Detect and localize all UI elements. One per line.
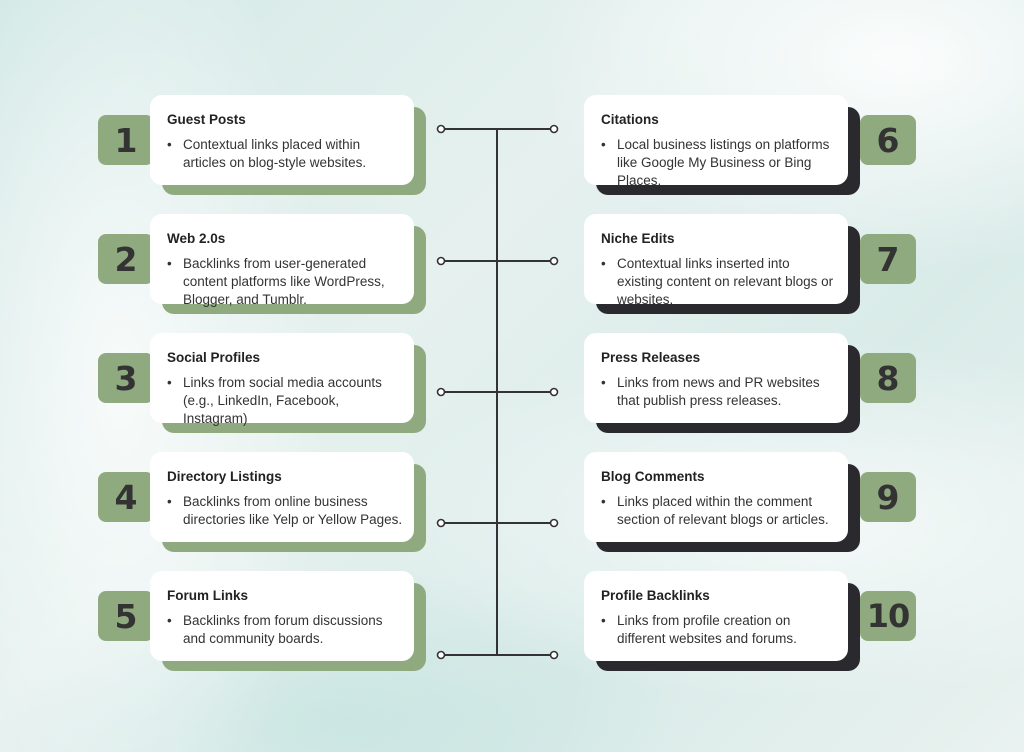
item-title: Niche Edits xyxy=(601,231,675,246)
item-bullet: • Contextual links inserted into existing… xyxy=(601,255,838,309)
item-bullet: • Local business listings on platforms li… xyxy=(601,136,838,190)
number-badge: 8 xyxy=(860,353,916,403)
bullet-dot-icon: • xyxy=(601,494,606,509)
list-item: 10 Profile Backlinks • Links from profile c… xyxy=(584,571,916,679)
item-card: Forum Links • Backlinks from forum discuss… xyxy=(150,571,414,661)
connector-node xyxy=(549,518,559,528)
number-badge: 9 xyxy=(860,472,916,522)
item-description: Links placed within the comment section … xyxy=(617,494,829,527)
item-description: Links from social media accounts (e.g., … xyxy=(183,375,382,426)
item-bullet: • Links from social media accounts (e.g.,… xyxy=(167,374,404,428)
item-description: Contextual links placed within articles … xyxy=(183,137,367,170)
number-badge: 2 xyxy=(98,234,154,284)
item-title: Press Releases xyxy=(601,350,701,365)
item-card: Blog Comments • Links placed within the co… xyxy=(584,452,848,542)
item-title: Blog Comments xyxy=(601,469,705,484)
connector-node xyxy=(436,650,446,660)
item-bullet: • Backlinks from online business director… xyxy=(167,493,404,529)
item-title: Profile Backlinks xyxy=(601,588,710,603)
bullet-dot-icon: • xyxy=(167,494,172,509)
item-description: Links from profile creation on different… xyxy=(617,613,797,646)
list-item: 5 Forum Links • Backlinks from forum discus… xyxy=(98,571,426,679)
connector-node xyxy=(549,124,559,134)
connector-node xyxy=(549,387,559,397)
item-card: Web 2.0s • Backlinks from user-generated c… xyxy=(150,214,414,307)
list-item: 7 Niche Edits • Contextual links inserted i… xyxy=(584,214,916,322)
bullet-dot-icon: • xyxy=(601,375,606,390)
item-bullet: • Links from news and PR websites that pu… xyxy=(601,374,838,410)
item-bullet: • Backlinks from user-generated content p… xyxy=(167,255,404,309)
item-title: Forum Links xyxy=(167,588,249,603)
item-card: Profile Backlinks • Links from profile cre… xyxy=(584,571,848,661)
item-card: Press Releases • Links from news and PR we… xyxy=(584,333,848,423)
item-description: Backlinks from forum discussions and com… xyxy=(183,613,383,646)
number-badge: 4 xyxy=(98,472,154,522)
connector-node xyxy=(549,650,559,660)
item-bullet: • Links from profile creation on differen… xyxy=(601,612,838,648)
number-badge: 1 xyxy=(98,115,154,165)
number-badge: 3 xyxy=(98,353,154,403)
item-card: Niche Edits • Contextual links inserted in… xyxy=(584,214,848,307)
item-card: Guest Posts • Contextual links placed with… xyxy=(150,95,414,185)
number-badge: 6 xyxy=(860,115,916,165)
item-title: Social Profiles xyxy=(167,350,261,365)
connector-node xyxy=(436,256,446,266)
bullet-dot-icon: • xyxy=(601,256,606,271)
list-item: 2 Web 2.0s • Backlinks from user-generated … xyxy=(98,214,426,322)
connector-node xyxy=(436,518,446,528)
item-bullet: • Contextual links placed within articles… xyxy=(167,136,404,172)
item-title: Web 2.0s xyxy=(167,231,226,246)
list-item: 1 Guest Posts • Contextual links placed wit… xyxy=(98,95,426,203)
item-description: Backlinks from online business directori… xyxy=(183,494,403,527)
connector-node xyxy=(436,387,446,397)
item-description: Backlinks from user-generated content pl… xyxy=(183,256,385,307)
item-title: Guest Posts xyxy=(167,112,246,127)
item-card: Citations • Local business listings on pla… xyxy=(584,95,848,188)
number-badge: 5 xyxy=(98,591,154,641)
item-card: Directory Listings • Backlinks from online… xyxy=(150,452,414,542)
connector-node xyxy=(436,124,446,134)
item-bullet: • Links placed within the comment section… xyxy=(601,493,838,529)
item-description: Contextual links inserted into existing … xyxy=(617,256,834,307)
bullet-dot-icon: • xyxy=(167,137,172,152)
item-card: Social Profiles • Links from social media … xyxy=(150,333,414,426)
list-item: 9 Blog Comments • Links placed within the c… xyxy=(584,452,916,560)
bullet-dot-icon: • xyxy=(601,613,606,628)
list-item: 4 Directory Listings • Backlinks from onlin… xyxy=(98,452,426,560)
item-bullet: • Backlinks from forum discussions and co… xyxy=(167,612,404,648)
bullet-dot-icon: • xyxy=(167,256,172,271)
item-description: Local business listings on platforms lik… xyxy=(617,137,830,188)
number-badge: 10 xyxy=(860,591,916,641)
number-badge: 7 xyxy=(860,234,916,284)
bullet-dot-icon: • xyxy=(601,137,606,152)
list-item: 8 Press Releases • Links from news and PR w… xyxy=(584,333,916,441)
bullet-dot-icon: • xyxy=(167,613,172,628)
connector-node xyxy=(549,256,559,266)
item-title: Directory Listings xyxy=(167,469,282,484)
list-item: 3 Social Profiles • Links from social media… xyxy=(98,333,426,441)
item-description: Links from news and PR websites that pub… xyxy=(617,375,820,408)
bullet-dot-icon: • xyxy=(167,375,172,390)
list-item: 6 Citations • Local business listings on pl… xyxy=(584,95,916,203)
item-title: Citations xyxy=(601,112,659,127)
